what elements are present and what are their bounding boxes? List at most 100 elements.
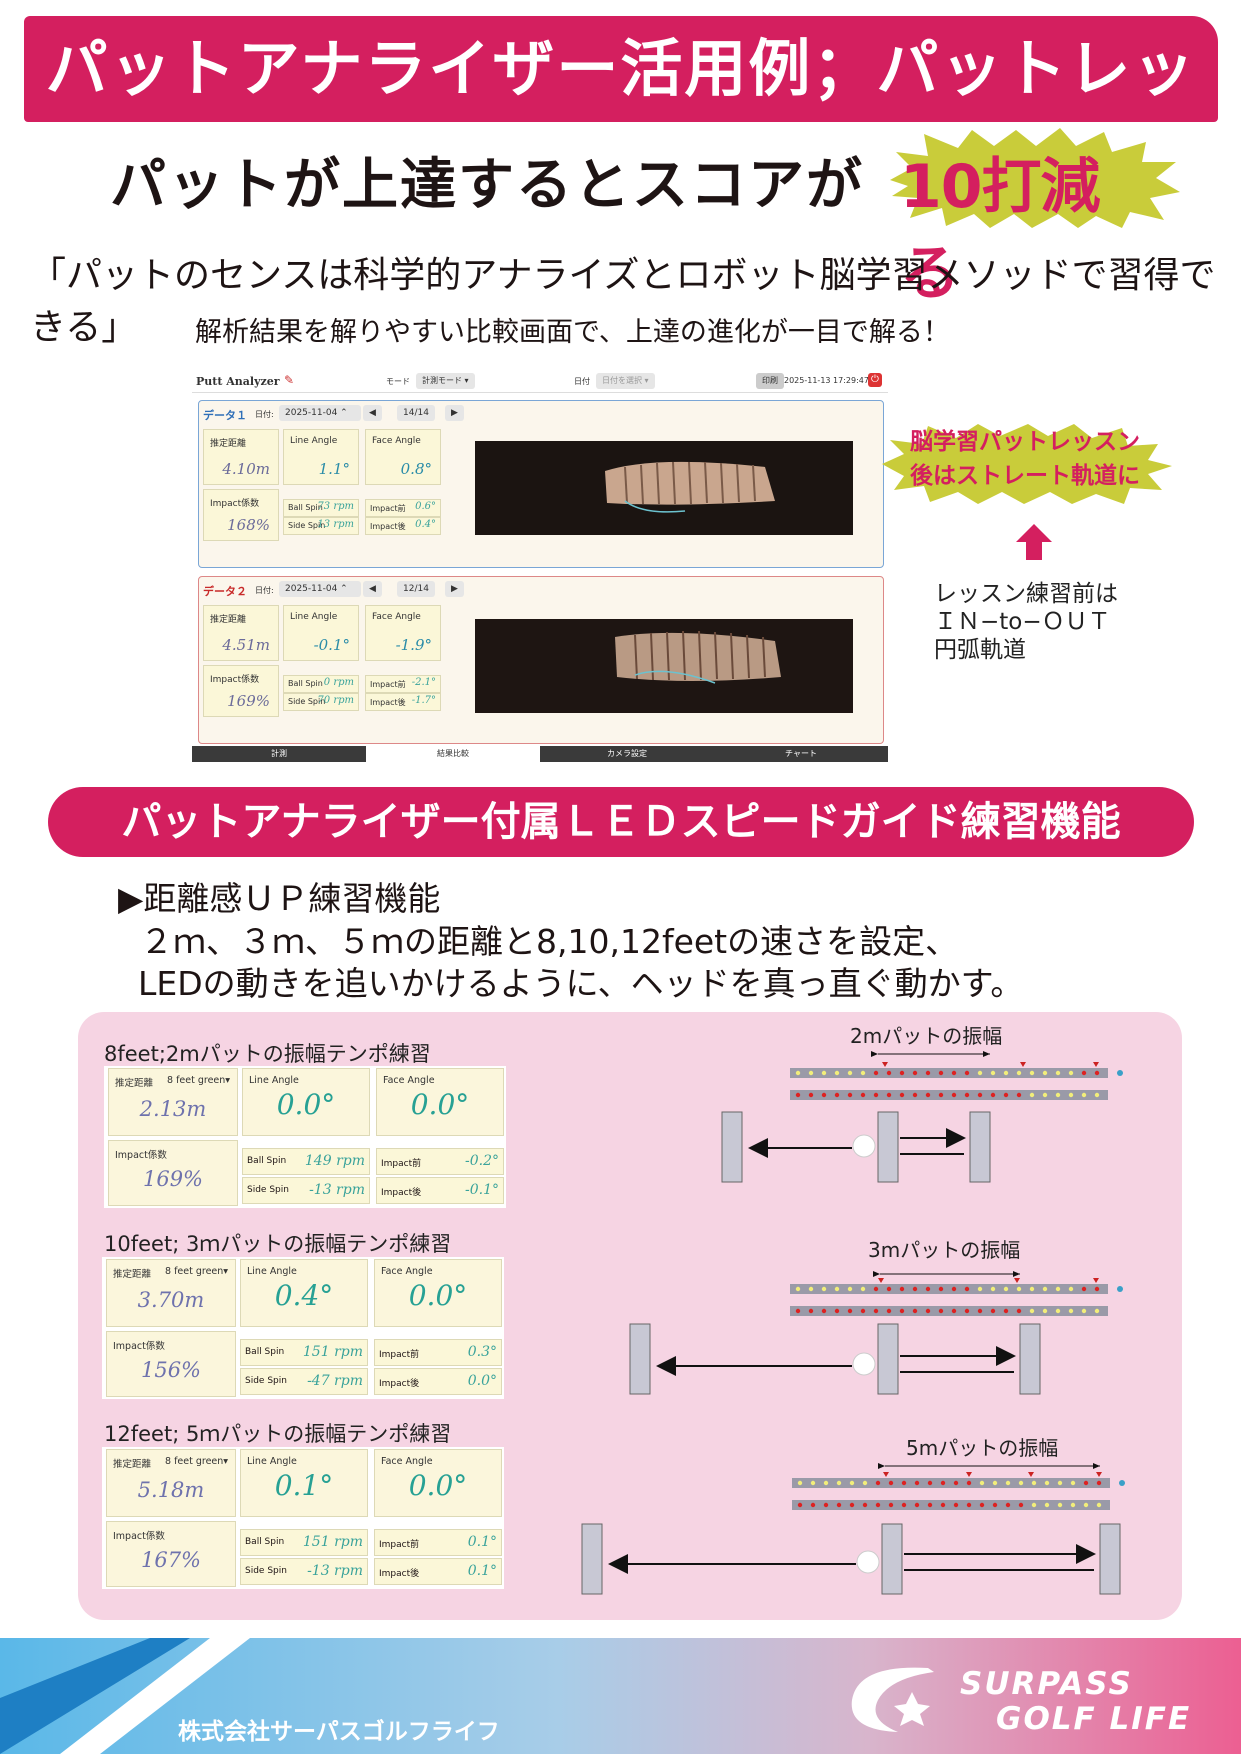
impact-before-cell: Impact前-0.2°	[376, 1148, 504, 1175]
led-dot	[795, 1308, 801, 1314]
distance-value: 3.70m	[137, 1288, 205, 1312]
led-dot	[977, 1308, 983, 1314]
impact-before-value: 0.6°	[415, 501, 436, 512]
led-dot	[847, 1286, 853, 1292]
led-dot	[860, 1092, 866, 1098]
led-dot	[823, 1502, 829, 1508]
face-angle-label: Face Angle	[381, 1266, 433, 1277]
date-select[interactable]: 日付を選択 ▾	[596, 373, 655, 389]
green-select[interactable]: 8 feet green▾	[167, 1075, 231, 1086]
led-dot	[886, 1286, 892, 1292]
panel-date-select[interactable]: 2025-11-04 ⌃	[279, 405, 361, 421]
callout-line: 脳学習パットレッスン	[910, 429, 1140, 455]
led-dot	[834, 1286, 840, 1292]
led-dot	[1042, 1092, 1048, 1098]
tab-compare[interactable]: 結果比較	[366, 746, 540, 762]
led-dot	[1057, 1480, 1063, 1486]
next-button[interactable]: ▶	[445, 581, 464, 597]
led-dot	[1057, 1502, 1063, 1508]
logo-text: GOLF LIFE	[996, 1701, 1192, 1737]
led-dot	[1016, 1070, 1022, 1076]
led-dot	[901, 1480, 907, 1486]
impact-label: Impact係数	[113, 1531, 165, 1542]
led-dot	[1016, 1092, 1022, 1098]
impact-after-cell: Impact後-1.7°	[365, 693, 441, 711]
impact-after-label: Impact後	[381, 1188, 422, 1198]
side-spin-value: 13 rpm	[317, 519, 354, 530]
impact-label: Impact係数	[210, 499, 260, 509]
led-dot	[990, 1308, 996, 1314]
led-dot	[966, 1480, 972, 1486]
led-dot	[964, 1286, 970, 1292]
mode-select-value: 計測モード	[422, 376, 462, 385]
led-dot	[797, 1502, 803, 1508]
led-dot	[938, 1092, 944, 1098]
led-dot	[1029, 1286, 1035, 1292]
putter-camera-image	[475, 619, 853, 713]
led-stroke-diagrams	[581, 1051, 1125, 1595]
app-title: Putt Analyzer	[196, 375, 280, 388]
green-value: 8 feet green	[165, 1266, 224, 1277]
power-icon[interactable]: ⏻	[868, 373, 882, 387]
led-dot	[901, 1502, 907, 1508]
led-dot	[873, 1308, 879, 1314]
prev-button[interactable]: ◀	[363, 405, 382, 421]
feature-description: LEDの動きを追いかけるように、ヘッドを真っ直ぐ動かす。	[138, 964, 1024, 1003]
mode-select[interactable]: 計測モード ▾	[416, 373, 475, 389]
led-dot	[1003, 1092, 1009, 1098]
led-dot	[899, 1308, 905, 1314]
distance-label: 推定距離	[210, 439, 247, 449]
led-dot	[992, 1502, 998, 1508]
led-dot	[1081, 1286, 1087, 1292]
feature-description: ２ｍ、３ｍ、５ｍの距離と8,10,12feetの速さを設定、	[140, 922, 959, 961]
led-dot	[1016, 1286, 1022, 1292]
distance-value: 5.18m	[137, 1478, 205, 1502]
led-dot	[979, 1502, 985, 1508]
side-spin-label: Side Spin	[247, 1185, 289, 1195]
led-dot	[821, 1070, 827, 1076]
app-toolbar: Putt Analyzer ✎ モード 計測モード ▾ 日付 日付を選択 ▾ 印…	[192, 370, 888, 393]
prev-button[interactable]: ◀	[363, 581, 382, 597]
panel-date-select[interactable]: 2025-11-04 ⌃	[279, 581, 361, 597]
ball-spin-value: 73 rpm	[317, 501, 354, 512]
subheadline: 解析結果を解りやすい比較画面で、上達の進化が一目で解る！	[195, 317, 950, 348]
tab-measure[interactable]: 計測	[192, 746, 366, 762]
tab-camera-settings[interactable]: カメラ設定	[540, 746, 714, 762]
amplitude-label: 5mパットの振幅	[906, 1436, 1059, 1460]
impact-after-label: Impact後	[379, 1379, 420, 1389]
impact-value: 168%	[227, 516, 270, 534]
after-lesson-callout: 脳学習パットレッスン 後はストレート軌道に	[890, 425, 1160, 493]
drill-title: 12feet; 5ｍパットの振幅テンポ練習	[104, 1422, 452, 1446]
side-spin-cell: Side Spin-13 rpm	[242, 1177, 370, 1204]
counter: 12/14	[397, 581, 435, 597]
led-dot	[847, 1092, 853, 1098]
impact-before-label: Impact前	[379, 1350, 420, 1360]
led-dot	[821, 1308, 827, 1314]
side-spin-value: -13 rpm	[307, 1563, 363, 1579]
line-angle-value: -0.1°	[313, 636, 350, 654]
logo-text: SURPASS	[960, 1666, 1133, 1702]
print-button[interactable]: 印刷	[756, 373, 784, 389]
led-dot	[886, 1070, 892, 1076]
impact-label: Impact係数	[210, 675, 260, 685]
distance-value: 4.10m	[222, 460, 270, 478]
tab-chart[interactable]: チャート	[714, 746, 888, 762]
next-button[interactable]: ▶	[445, 405, 464, 421]
led-dot	[795, 1070, 801, 1076]
ball-spin-value: 0 rpm	[323, 677, 354, 688]
impact-before-label: Impact前	[370, 680, 406, 689]
green-select[interactable]: 8 feet green▾	[165, 1266, 229, 1277]
green-select[interactable]: 8 feet green▾	[165, 1456, 229, 1467]
led-dot	[1055, 1070, 1061, 1076]
app-tab-bar: 計測 結果比較 カメラ設定 チャート	[192, 746, 888, 762]
led-dot	[1055, 1286, 1061, 1292]
led-dot	[834, 1092, 840, 1098]
led-dot	[875, 1502, 881, 1508]
led-dot	[834, 1308, 840, 1314]
